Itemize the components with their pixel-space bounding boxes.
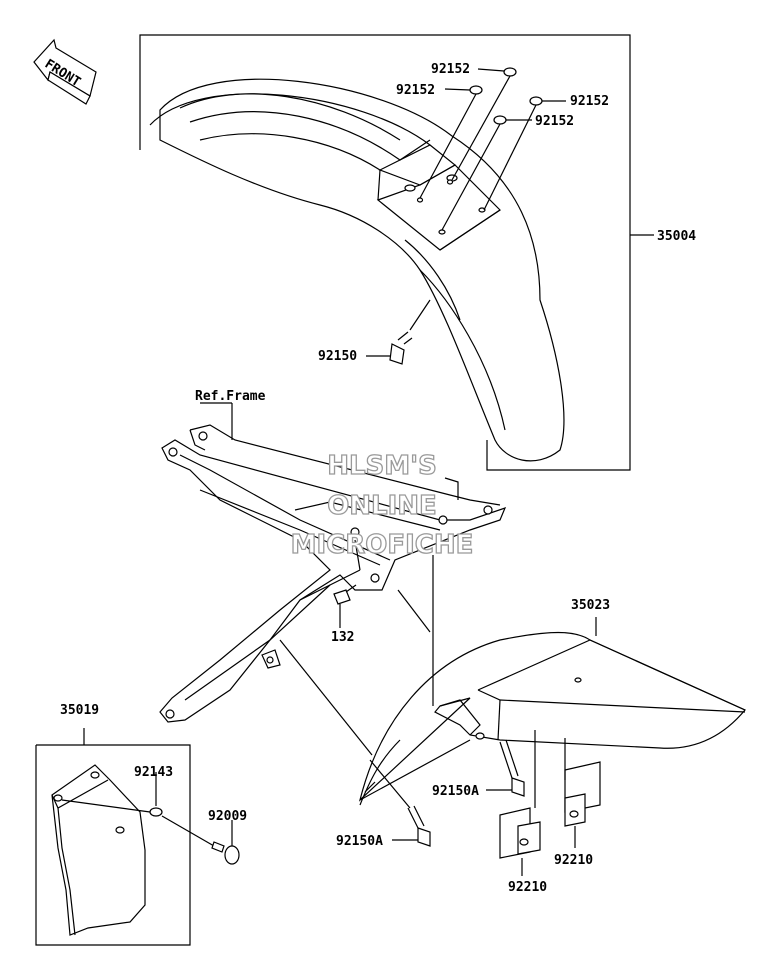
label-ref-frame: Ref.Frame <box>195 389 266 404</box>
part-label-92210-left: 92210 <box>508 880 547 895</box>
clip-nut-92210-right <box>564 738 601 848</box>
bolt-92150 <box>366 299 431 365</box>
front-direction-badge: FRONT <box>33 38 97 105</box>
bolt-92150a-lower <box>392 805 431 847</box>
part-label-92152-a: 92152 <box>431 62 470 77</box>
rear-fender <box>358 631 746 806</box>
sub-frame-reference <box>159 402 507 723</box>
part-label-35004: 35004 <box>657 229 696 244</box>
part-label-92009: 92009 <box>208 809 247 824</box>
front-fender <box>149 78 565 462</box>
watermark-line-1: HLSM'S <box>327 451 437 481</box>
washer-group <box>419 67 566 231</box>
part-label-92152-b: 92152 <box>396 83 435 98</box>
part-label-92152-c: 92152 <box>570 94 609 109</box>
washer-92152-b <box>469 85 483 95</box>
washer-92152-d <box>493 115 507 125</box>
part-label-35023: 35023 <box>571 598 610 613</box>
mud-flap-group-box <box>35 744 191 946</box>
bolt-132 <box>333 584 357 628</box>
front-fender-group-box <box>139 34 631 471</box>
clip-nut-92210-left <box>499 730 541 876</box>
watermark: HLSM'S ONLINE MICROFICHE <box>290 450 474 560</box>
part-label-92143: 92143 <box>134 765 173 780</box>
watermark-line-2: ONLINE <box>327 491 437 521</box>
screw-92009 <box>161 815 240 865</box>
part-label-92150a-upper: 92150A <box>432 784 479 799</box>
bolt-92150a-upper <box>486 739 525 797</box>
part-label-35019: 35019 <box>60 703 99 718</box>
washer-92143 <box>61 772 163 817</box>
watermark-line-3: MICROFICHE <box>291 530 474 560</box>
washer-92152-c <box>529 96 543 106</box>
part-label-92150a-lower: 92150A <box>336 834 383 849</box>
part-label-92150: 92150 <box>318 349 357 364</box>
part-label-92210-right: 92210 <box>554 853 593 868</box>
part-label-92152-d: 92152 <box>535 114 574 129</box>
mud-flap <box>51 764 146 936</box>
washer-92152-a <box>503 67 517 77</box>
part-label-132: 132 <box>331 630 354 645</box>
